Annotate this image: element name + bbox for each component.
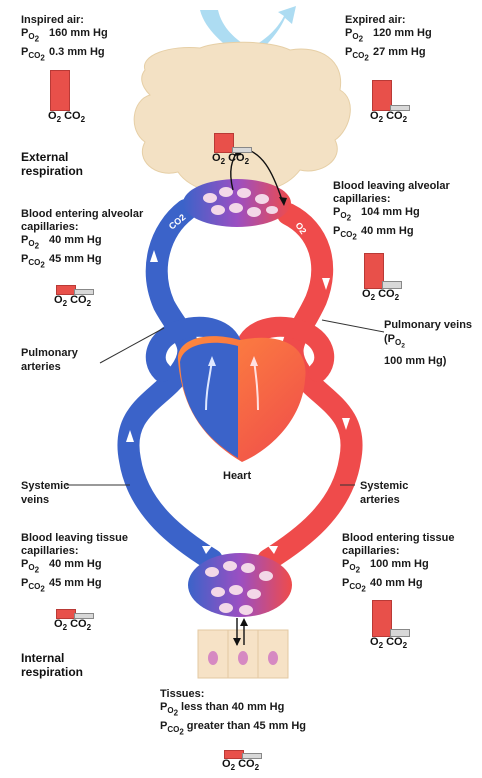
leaving-alveolar-po2-row: PO2104 mm Hg [333, 206, 420, 223]
pulmonary-veins-value: 100 mm Hg) [384, 354, 447, 367]
co2-level-bar [390, 629, 410, 637]
leaving-alveolar-po2: 104 mm Hg [361, 206, 420, 218]
leaving-tissue-pco2: 45 mm Hg [49, 576, 102, 589]
expired-air-label: Expired air: PO2120 mm Hg PCO227 mm Hg [345, 14, 432, 65]
entering-tissue-gas-bars: O2 CO2 [370, 598, 414, 650]
tissues-po2-row: PO2less than 40 mm Hg [160, 701, 285, 718]
entering-tissue-title: Blood entering tissue capillaries: [342, 532, 455, 557]
leader-lines [66, 319, 385, 486]
co2-level-bar [242, 753, 262, 759]
gas-bar-caption: O2 CO2 [222, 758, 260, 773]
expired-title: Expired air: [345, 14, 406, 26]
entering-alveolar-gas-bars: O2 CO2 [54, 272, 98, 308]
tissues-gas-bars: O2 CO2 [222, 736, 266, 772]
o2-level-bar [50, 70, 70, 111]
heart-label: Heart [223, 470, 252, 482]
leaving-tissue-gas-bars: O2 CO2 [54, 596, 98, 632]
pulmonary-veins-label: Pulmonary veins (PO2 100 mm Hg) [384, 319, 473, 367]
expired-po2-row: PO2120 mm Hg [345, 27, 432, 44]
leaving-alveolar-gas-bars: O2 CO2 [362, 252, 406, 302]
o2-level-bar [364, 253, 384, 289]
o2-level-bar [372, 80, 392, 111]
co2-level-bar [382, 281, 402, 289]
inspired-po2: 160 mm Hg [49, 27, 108, 39]
leaving-tissue-po2: 40 mm Hg [49, 558, 102, 570]
systemic-veins-vessel [117, 199, 242, 571]
heart [177, 336, 306, 462]
entering-tissue-label: Blood entering tissue capillaries: PO210… [342, 532, 477, 596]
alveoli-gas-bars: O2 CO2 [212, 124, 256, 166]
expired-pco2-row: PCO227 mm Hg [345, 45, 426, 63]
tissues-title: Tissues: [160, 688, 205, 700]
entering-alveolar-pco2: 45 mm Hg [49, 252, 102, 265]
alveolar-capillaries [183, 179, 291, 227]
entering-alveolar-po2-row: PO240 mm Hg [21, 234, 102, 251]
co2-level-bar [390, 105, 410, 111]
inspired-po2-row: PO2160 mm Hg [21, 27, 108, 44]
inspired-pco2-row: PCO20.3 mm Hg [21, 45, 105, 63]
tissues-po2: less than 40 mm Hg [181, 701, 285, 713]
inspired-title: Inspired air: [21, 14, 84, 26]
o2-lower-label: O2 [275, 517, 291, 532]
leaving-alveolar-title: Blood leaving alveolar capillaries: [333, 180, 450, 205]
gas-bar-caption: O2 CO2 [362, 288, 400, 303]
expired-pco2: 27 mm Hg [373, 45, 426, 58]
tissues-pco2: greater than 45 mm Hg [186, 719, 306, 732]
gas-bar-caption: O2 CO2 [54, 618, 92, 633]
o2-level-bar [372, 600, 392, 637]
leaving-alveolar-pco2: 40 mm Hg [361, 224, 414, 237]
tissues-label: Tissues: PO2less than 40 mm Hg PCO2great… [160, 688, 360, 739]
systemic-veins-label: Systemic veins [21, 480, 70, 506]
gas-bar-caption: O2 CO2 [48, 110, 86, 125]
entering-tissue-pco2: 40 mm Hg [370, 576, 423, 589]
pulmonary-arteries-label: Pulmonary arteries [21, 347, 78, 373]
entering-alveolar-label: Blood entering alveolar capillaries: PO2… [21, 208, 171, 272]
o2-level-bar [214, 133, 234, 153]
inspired-pco2: 0.3 mm Hg [49, 45, 105, 58]
leaving-tissue-label: Blood leaving tissue capillaries: PO240 … [21, 532, 161, 596]
pulmonary-veins-text: Pulmonary veins (P [384, 319, 473, 345]
inspired-gas-bars: O2 CO2 [48, 70, 92, 124]
leaving-tissue-po2-row: PO240 mm Hg [21, 558, 102, 575]
entering-alveolar-pco2-row: PCO245 mm Hg [21, 252, 102, 270]
inspired-air-label: Inspired air: PO2160 mm Hg PCO20.3 mm Hg [21, 14, 108, 65]
co2-level-bar [232, 147, 252, 153]
tissue-capillaries [188, 553, 292, 617]
gas-bar-caption: O2 CO2 [54, 294, 92, 309]
co2-level-bar [74, 289, 94, 295]
external-respiration-heading: External respiration [21, 150, 84, 178]
entering-alveolar-title: Blood entering alveolar capillaries: [21, 208, 144, 233]
entering-tissue-po2-row: PO2100 mm Hg [342, 558, 429, 575]
entering-tissue-po2: 100 mm Hg [370, 558, 429, 570]
internal-respiration-heading: Internal respiration [21, 651, 84, 679]
leaving-alveolar-pco2-row: PCO240 mm Hg [333, 224, 414, 242]
expired-po2: 120 mm Hg [373, 27, 432, 39]
leaving-tissue-pco2-row: PCO245 mm Hg [21, 576, 102, 594]
gas-bar-caption: O2 CO2 [370, 110, 408, 125]
co2-level-bar [74, 613, 94, 619]
entering-alveolar-po2: 40 mm Hg [49, 234, 102, 246]
leaving-alveolar-label: Blood leaving alveolar capillaries: PO21… [333, 180, 478, 244]
lungs [133, 41, 351, 193]
systemic-arteries-label: Systemic arteries [360, 480, 409, 506]
tissue-cells [197, 629, 289, 679]
gas-bar-caption: O2 CO2 [212, 152, 250, 167]
expired-gas-bars: O2 CO2 [370, 70, 414, 124]
entering-tissue-pco2-row: PCO240 mm Hg [342, 576, 423, 594]
leaving-tissue-title: Blood leaving tissue capillaries: [21, 532, 128, 557]
gas-bar-caption: O2 CO2 [370, 636, 408, 651]
tissues-pco2-row: PCO2greater than 45 mm Hg [160, 719, 306, 737]
flow-arrows [126, 250, 350, 554]
